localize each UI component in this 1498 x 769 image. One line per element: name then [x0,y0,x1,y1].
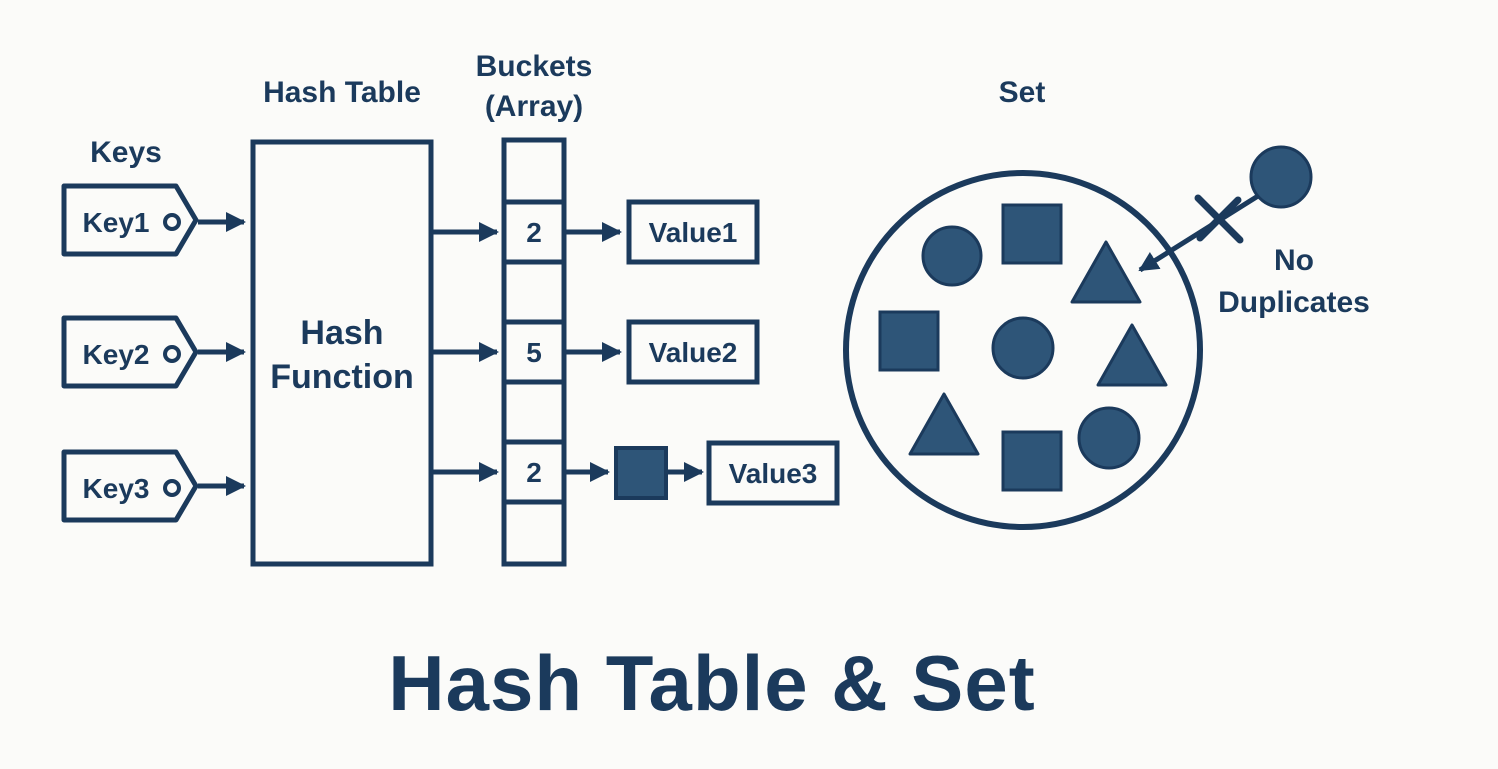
buckets-sublabel: (Array) [485,90,583,123]
key-tag-2: Key2 [61,315,199,389]
set-triangle-element [1070,240,1142,304]
set-square-element [878,310,940,372]
hash-table-label: Hash Table [263,76,421,109]
bucket-index: 2 [526,457,542,488]
tag-hole-icon [163,345,181,363]
no-duplicates-line2: Duplicates [1218,286,1370,319]
bucket-index: 2 [526,217,542,248]
key-label: Key2 [83,339,150,370]
bucket-index: 5 [526,337,542,368]
rejected-insert-arrow [1138,193,1260,273]
bucket-cell [501,499,567,567]
buckets-array: 2 5 2 [501,137,567,567]
set-label: Set [999,76,1046,109]
bucket-cell [501,379,567,445]
value-label: Value1 [649,217,738,248]
value-box-3 [706,440,840,506]
key-label: Key1 [83,207,150,238]
duplicate-element [1249,145,1313,209]
set-square-element [1001,430,1063,492]
bucket-cell [501,259,567,325]
buckets-label: Buckets [476,50,593,83]
diagram-title: Hash Table & Set [388,639,1035,727]
set-circle-element [921,225,983,287]
bucket-cell [501,137,567,205]
chain-node [614,446,668,500]
set-boundary [843,170,1203,530]
set-square-element [1001,203,1063,265]
value-label: Value3 [729,458,818,489]
keys-label: Keys [90,136,162,169]
x-mark-icon [1194,194,1244,244]
tag-hole-icon [163,213,181,231]
set-circle-element [991,316,1055,380]
key-label: Key3 [83,473,150,504]
hash-function-line1: Hash [300,314,383,352]
value-label: Value2 [649,337,738,368]
set-elements [878,203,1168,492]
set-triangle-element [1096,323,1168,387]
no-duplicates-line1: No [1274,244,1314,277]
key-tag-1: Key1 [61,183,199,257]
tag-hole-icon [163,479,181,497]
value-box-2 [626,319,760,385]
hash-function-line2: Function [270,358,414,396]
key-tag-3: Key3 [61,449,199,523]
value-box-1 [626,199,760,265]
set-circle-element [1077,406,1141,470]
set-triangle-element [908,392,980,456]
hash-function-box [250,139,434,567]
